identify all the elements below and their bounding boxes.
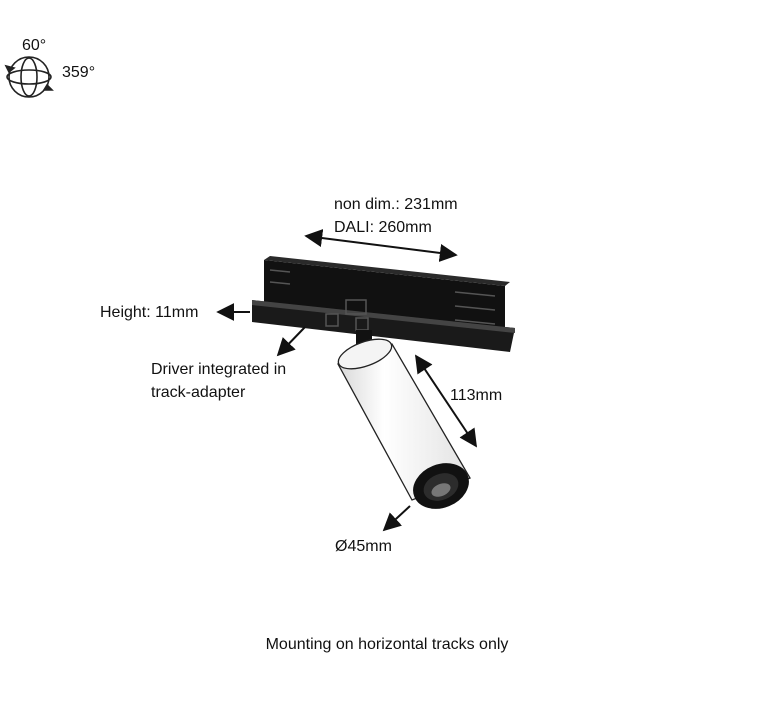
mounting-note: Mounting on horizontal tracks only xyxy=(265,636,509,653)
height-label: Height: 11mm xyxy=(100,304,199,321)
rotation-icon xyxy=(4,56,54,98)
diameter-label: Ø45mm xyxy=(335,538,392,555)
length-non-dim-label: non dim.: 231mm xyxy=(334,196,458,213)
driver-arrow xyxy=(276,326,306,357)
driver-label-line1: Driver integrated in xyxy=(151,361,287,378)
spot-length-arrow xyxy=(415,354,477,448)
spot-length-label: 113mm xyxy=(450,387,503,404)
driver-label-line2: track-adapter xyxy=(151,384,246,401)
tilt-angle-label: 60° xyxy=(22,37,47,54)
length-dali-label: DALI: 260mm xyxy=(334,219,432,236)
length-arrow xyxy=(304,229,458,262)
diameter-arrow xyxy=(382,505,411,532)
track-adapter xyxy=(252,256,515,352)
spotlight xyxy=(337,338,471,509)
pan-angle-label: 359° xyxy=(62,64,96,81)
